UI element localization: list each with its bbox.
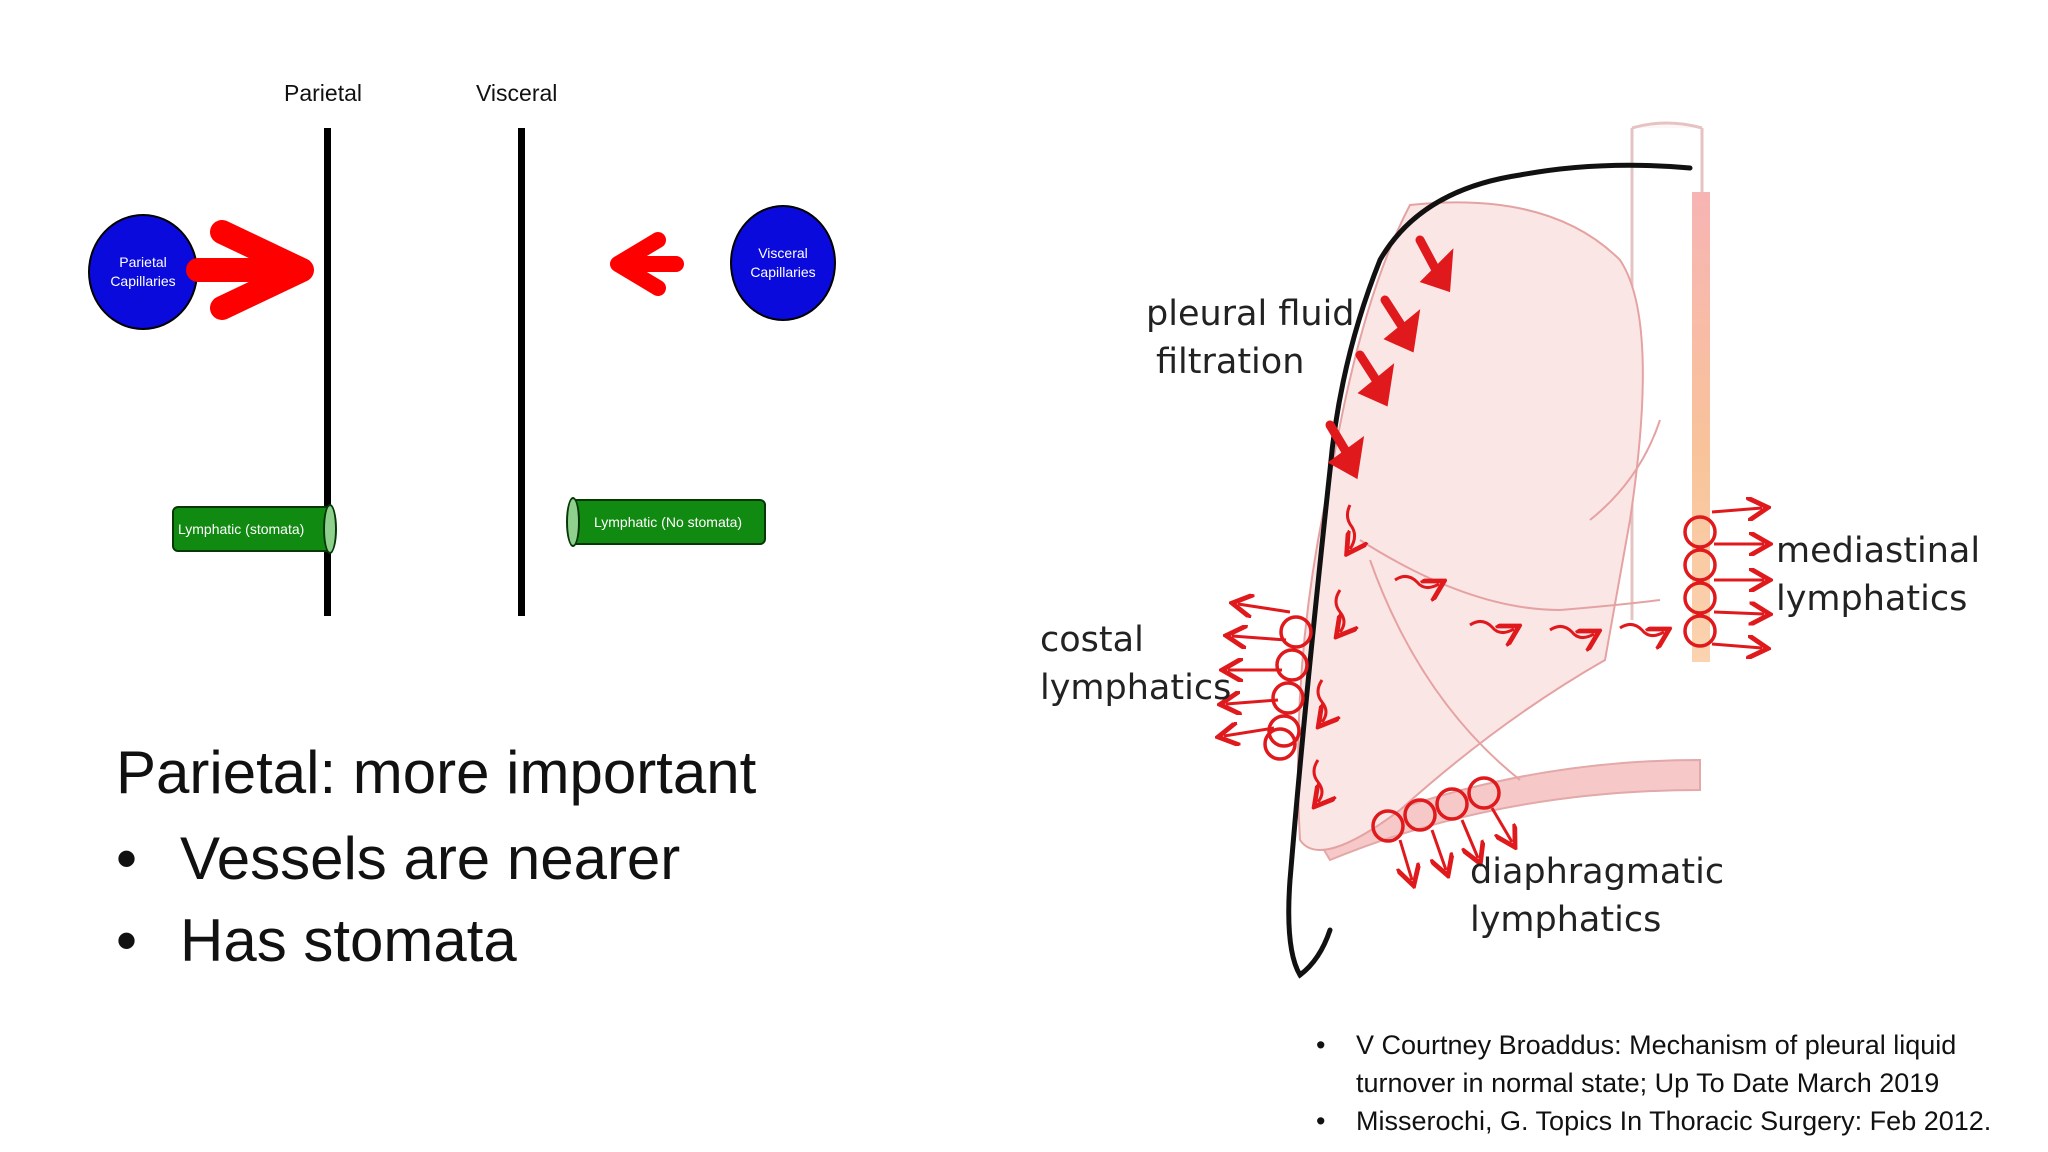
diaphragmatic-label: diaphragmatic xyxy=(1470,852,1724,892)
visceral-arrow xyxy=(610,232,684,296)
costal-lymphatic-circles xyxy=(1263,615,1313,761)
notes-list: Vessels are nearer Has stomata xyxy=(116,818,876,982)
diaphragmatic-lymphatics-label: lymphatics xyxy=(1470,900,1661,940)
costal-lymphatic-arrows xyxy=(1224,604,1291,736)
reference-item: V Courtney Broaddus: Mechanism of pleura… xyxy=(1316,1026,2036,1102)
reference-item: Misserochi, G. Topics In Thoracic Surger… xyxy=(1316,1102,2036,1140)
parietal-arrow xyxy=(186,220,314,320)
pleural-fluid-label: pleural fluid xyxy=(1146,294,1355,334)
notes-heading: Parietal: more important xyxy=(116,739,757,806)
filtration-label: filtration xyxy=(1156,342,1304,382)
mediastinal-lymphatics-label: lymphatics xyxy=(1776,579,1967,619)
parietal-capillaries-label: Parietal Capillaries xyxy=(110,254,176,289)
mediastinal-lymphatic-arrows xyxy=(1711,508,1764,648)
notes-bullet: Has stomata xyxy=(116,900,876,982)
chest-wall xyxy=(1286,162,1693,979)
lymphatic-no-stomata-label: Lymphatic (No stomata) xyxy=(594,514,743,530)
notes-bullet: Vessels are nearer xyxy=(116,818,876,900)
costal-label: costal xyxy=(1040,620,1144,660)
lymphatic-no-stomata-opening xyxy=(566,497,580,547)
interpleural-flow-arrows xyxy=(1314,504,1664,802)
parietal-label: Parietal xyxy=(284,80,362,106)
references-list: V Courtney Broaddus: Mechanism of pleura… xyxy=(1316,1026,2036,1140)
visceral-capillaries: Visceral Capillaries xyxy=(730,205,836,321)
visceral-label: Visceral xyxy=(476,80,558,106)
lymphatic-no-stomata: Lymphatic (No stomata) xyxy=(570,499,766,545)
visceral-membrane xyxy=(518,128,525,616)
mediastinal-label: mediastinal xyxy=(1776,531,1980,571)
lymphatic-stomata: Lymphatic (stomata) xyxy=(172,506,332,552)
mediastinal-lymphatic-circles xyxy=(1683,515,1717,648)
diaphragmatic-lymphatic-circles xyxy=(1371,776,1501,843)
lymphatic-stomata-opening xyxy=(323,504,337,554)
costal-lymphatics-label: lymphatics xyxy=(1040,668,1231,708)
visceral-capillaries-label: Visceral Capillaries xyxy=(750,245,816,280)
filtration-arrows-lung xyxy=(1325,235,1454,480)
diaphragmatic-lymphatic-arrows xyxy=(1400,807,1512,880)
lymphatic-stomata-label: Lymphatic (stomata) xyxy=(178,521,305,537)
mediastinal-vessel xyxy=(1692,192,1710,662)
parietal-membrane xyxy=(324,128,331,616)
